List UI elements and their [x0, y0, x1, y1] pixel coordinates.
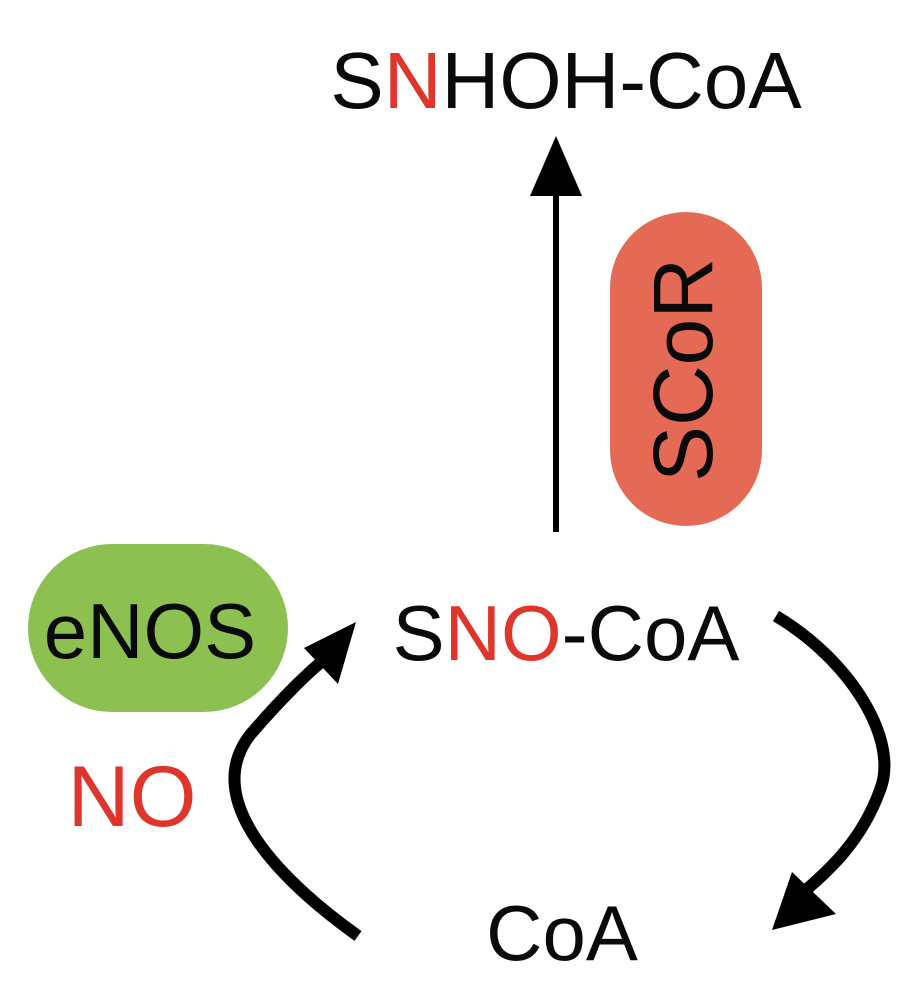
arrow-to-snhoh-coa	[530, 136, 582, 532]
substrate-label: CoA	[486, 889, 638, 977]
arrowhead-left-curve	[304, 622, 356, 684]
scor-pill	[610, 212, 762, 526]
enos-pill	[28, 544, 288, 712]
arrowhead-right-curve	[772, 872, 836, 930]
product-highlight: N	[384, 36, 442, 125]
intermediate-label: SNO-CoA	[393, 589, 740, 677]
arrowhead-up	[530, 136, 582, 196]
no-label: NO	[68, 749, 197, 845]
arrow-coa-to-sno-coa	[228, 622, 362, 941]
scor-enzyme: SCoR	[610, 212, 762, 526]
product-prefix: S	[330, 36, 383, 125]
arrow-sno-coa-to-coa	[772, 610, 891, 930]
enos-label: eNOS	[44, 587, 256, 675]
scor-label: SCoR	[636, 258, 730, 482]
intermediate-suffix: -CoA	[562, 589, 740, 677]
intermediate-highlight: NO	[445, 589, 562, 677]
intermediate-prefix: S	[393, 589, 445, 677]
enos-enzyme: eNOS	[28, 544, 288, 712]
product-label: SNHOH-CoA	[330, 36, 802, 125]
product-suffix: HOH-CoA	[442, 36, 803, 125]
